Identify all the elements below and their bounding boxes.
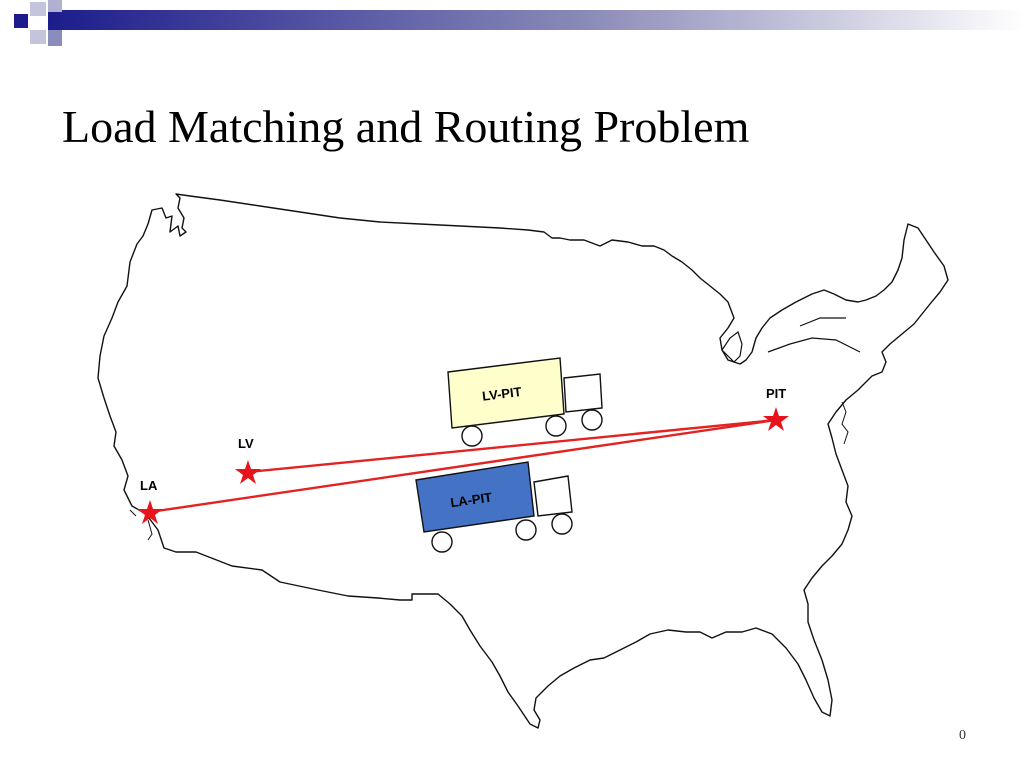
city-label-pit: PIT (766, 386, 786, 401)
truck-lv-pit: LV-PIT (447, 357, 603, 447)
great-lakes-east (767, 317, 861, 353)
header-decoration (14, 0, 1024, 46)
truck-la-pit-trailer (415, 461, 535, 533)
truck-lv-pit-label: LV-PIT (481, 384, 522, 404)
city-star-pit (763, 407, 789, 431)
truck-la-pit: LA-PIT (415, 461, 573, 553)
route-lv-pit (247, 418, 777, 474)
city-star-la (137, 500, 163, 524)
truck-lv-pit-wheel-3 (581, 409, 603, 431)
lake-michigan (721, 331, 743, 363)
coastline-detail (129, 401, 849, 541)
header-square-4 (48, 0, 62, 12)
slide-title: Load Matching and Routing Problem (62, 101, 750, 152)
header-square-1 (14, 14, 28, 28)
city-star-lv (235, 460, 261, 484)
truck-la-pit-wheel-2 (515, 519, 537, 541)
truck-la-pit-wheel-1 (431, 531, 453, 553)
us-map-outline (97, 193, 949, 729)
truck-la-pit-label: LA-PIT (449, 490, 493, 511)
truck-lv-pit-wheel-2 (545, 415, 567, 437)
route-la-pit (149, 418, 777, 514)
truck-lv-pit-trailer (447, 357, 565, 429)
page-number: 0 (959, 728, 966, 743)
city-label-la: LA (140, 478, 158, 493)
truck-lv-pit-cab (563, 373, 603, 413)
header-square-2 (30, 2, 46, 16)
truck-la-pit-wheel-3 (551, 513, 573, 535)
city-label-lv: LV (238, 436, 254, 451)
truck-lv-pit-wheel-1 (461, 425, 483, 447)
header-square-5 (48, 30, 62, 46)
truck-la-pit-cab (533, 475, 573, 517)
header-square-3 (30, 30, 46, 44)
